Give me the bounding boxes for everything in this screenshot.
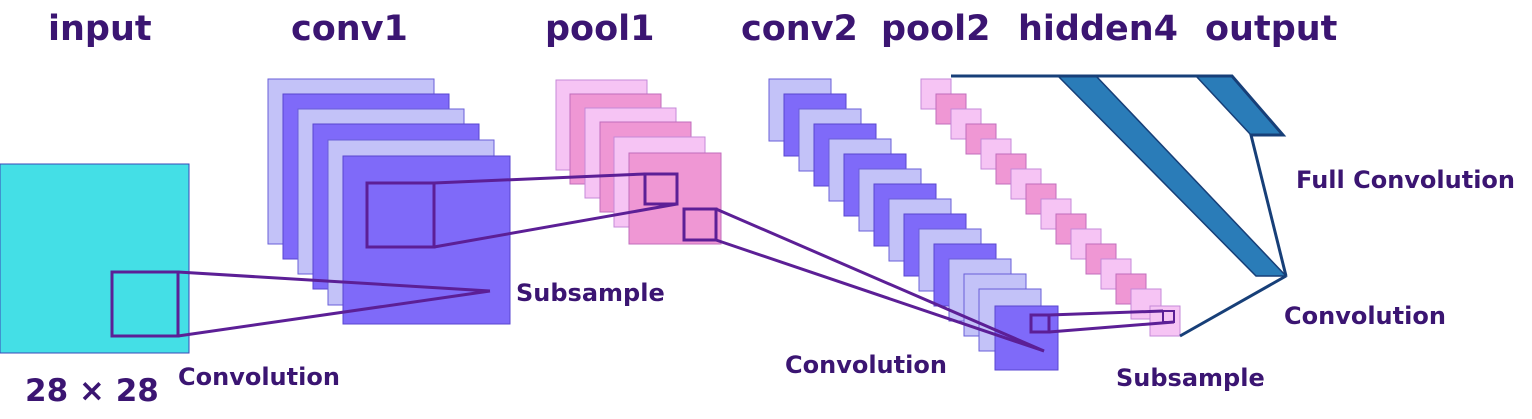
conv1-stack: [267, 78, 511, 325]
title-conv1: conv1: [291, 9, 408, 49]
pool1-conv-window: [682, 207, 718, 242]
connector-input-to-conv1-top: [177, 270, 491, 293]
connector-input-to-conv1-bottom: [177, 289, 491, 338]
conv2-subsample-cell: [1029, 313, 1051, 334]
input-receptive-field: [110, 270, 180, 338]
title-conv2: conv2: [741, 9, 858, 49]
connector-conv1-to-pool1-bottom: [433, 202, 678, 249]
annotation-full-convolution: Full Convolution: [1296, 166, 1515, 194]
connector-lines: [177, 172, 1175, 353]
output-connections: [951, 74, 1288, 338]
annotation-subsample-conv2: Subsample: [1116, 364, 1265, 392]
connector-conv1-to-pool1-top: [433, 172, 646, 185]
annotation-convolution-input: Convolution: [178, 363, 340, 391]
annotation-convolution-pool2: Convolution: [1284, 302, 1446, 330]
input-image: [0, 163, 190, 354]
output-outline-top: [951, 74, 1288, 277]
connector-pool1-to-conv2-bottom: [715, 238, 1045, 353]
annotation-convolution-pool1: Convolution: [785, 351, 947, 379]
title-hidden4: hidden4: [1018, 9, 1178, 49]
conv2-stack: [768, 78, 1059, 371]
pool2-stack: [920, 78, 1181, 337]
pool1-map-6: [628, 152, 722, 245]
pool1-subsample-cell: [643, 172, 679, 206]
output-outline-bottom: [1179, 274, 1287, 338]
connector-conv2-to-pool2-bottom: [1048, 320, 1175, 334]
title-input: input: [48, 9, 152, 49]
pool1-stack: [555, 79, 722, 245]
connector-pool1-to-conv2-top: [715, 207, 1045, 353]
annotation-subsample-conv1: Subsample: [516, 279, 665, 307]
pool2-map-15: [1130, 288, 1162, 320]
conv1-subsample-window: [365, 181, 436, 249]
connector-conv2-to-pool2-top: [1048, 309, 1164, 317]
input-size-label: 28 × 28: [25, 373, 159, 409]
title-pool1: pool1: [545, 9, 655, 49]
title-pool2: pool2: [881, 9, 991, 49]
title-output: output: [1205, 9, 1337, 49]
